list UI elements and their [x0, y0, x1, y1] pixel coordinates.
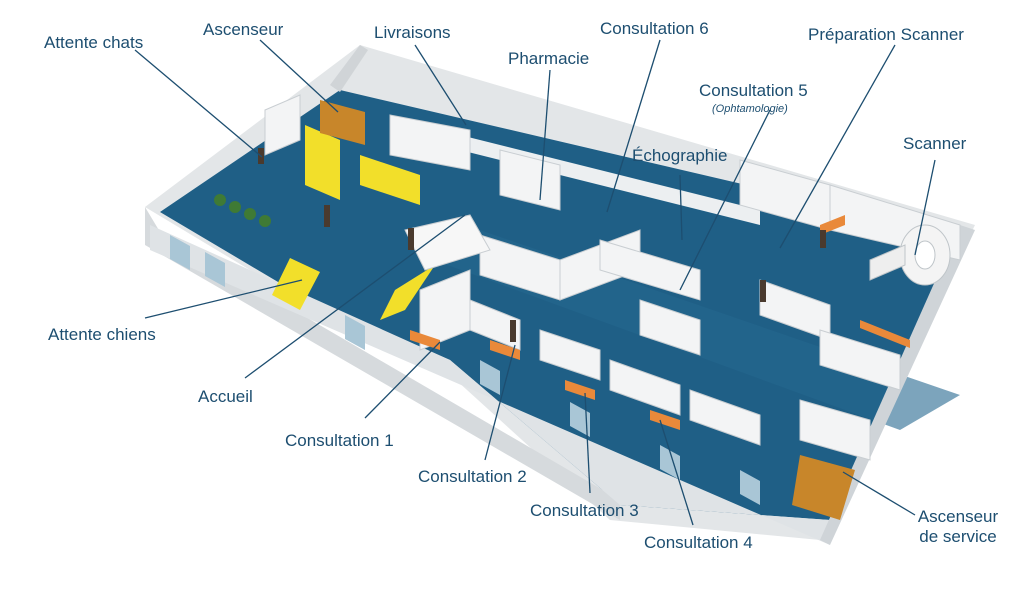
scanner-machine: [869, 224, 951, 286]
service-elevator: [792, 455, 855, 520]
label-attente-chats: Attente chats: [44, 33, 144, 52]
label-accueil: Accueil: [198, 387, 253, 406]
back-wall: [330, 45, 368, 92]
label-consultation-2: Consultation 2: [418, 467, 527, 486]
label-consultation-4: Consultation 4: [644, 533, 753, 552]
label-livraisons: Livraisons: [374, 23, 451, 42]
leader-lines: [134, 39, 936, 526]
back-wall-top: [400, 120, 760, 225]
label-consultation-3: Consultation 3: [530, 501, 639, 520]
label-preparation-scanner: Préparation Scanner: [808, 25, 964, 44]
shelves: [272, 125, 435, 320]
plants: [214, 194, 271, 227]
reception-desk: [404, 214, 491, 271]
label-consultation-6: Consultation 6: [600, 19, 709, 38]
label-ascenseur-service: Ascenseur de service: [912, 507, 1004, 547]
front-wall: [145, 207, 620, 520]
label-ascenseur-service-line2: de service: [919, 527, 997, 546]
front-windows: [170, 235, 760, 505]
label-scanner: Scanner: [903, 134, 967, 153]
front-wall-lower: [150, 225, 830, 545]
exam-tables: [410, 215, 910, 430]
label-ascenseur: Ascenseur: [203, 20, 284, 39]
label-consultation-1: Consultation 1: [285, 431, 394, 450]
label-consultation-5: Consultation 5: [699, 81, 808, 100]
label-ascenseur-service-line1: Ascenseur: [917, 507, 999, 526]
label-echographie: Échographie: [632, 146, 728, 165]
elevator: [320, 100, 365, 145]
label-pharmacie: Pharmacie: [508, 49, 590, 68]
label-attente-chiens: Attente chiens: [48, 325, 156, 344]
label-consultation-5-note: (Ophtamologie): [712, 103, 788, 115]
